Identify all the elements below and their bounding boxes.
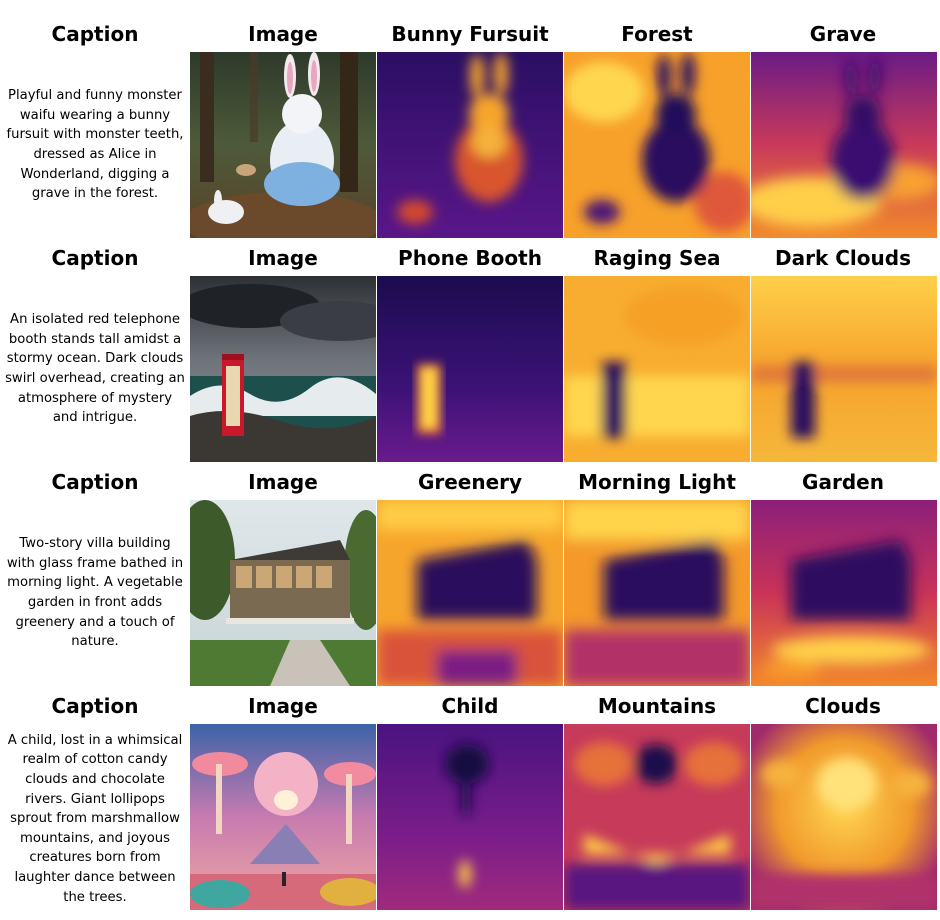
figure-row-1: Caption Image Bunny Fursuit Forest Grave… (0, 12, 940, 238)
caption-text: An isolated red telephone booth stands t… (5, 312, 185, 426)
heatmap-raging-sea (564, 276, 750, 462)
header-heatmap-2: Mountains (597, 694, 717, 718)
caption-text: A child, lost in a whimsical realm of co… (7, 732, 183, 905)
photo-phone-booth (190, 276, 376, 462)
header-heatmap-3: Dark Clouds (775, 246, 911, 270)
heatmap-clouds (751, 724, 937, 910)
header-heatmap-1: Phone Booth (398, 246, 542, 270)
heatmap-child (377, 724, 563, 910)
caption-text: Two-story villa building with glass fram… (6, 536, 184, 650)
header-heatmap-1: Bunny Fursuit (391, 22, 549, 46)
header-image: Image (248, 470, 318, 494)
photo-villa (190, 500, 376, 686)
heatmap-dark-clouds (751, 276, 937, 462)
heatmap-grave (751, 52, 937, 238)
header-caption: Caption (51, 470, 139, 494)
header-image: Image (248, 22, 318, 46)
heatmap-phone-booth (377, 276, 563, 462)
heatmap-morning-light (564, 500, 750, 686)
header-heatmap-2: Morning Light (578, 470, 736, 494)
header-caption: Caption (51, 246, 139, 270)
heatmap-forest (564, 52, 750, 238)
header-heatmap-2: Forest (621, 22, 693, 46)
photo-bunny-forest (190, 52, 376, 238)
photo-whimsical-realm (190, 724, 376, 910)
header-caption: Caption (51, 22, 139, 46)
header-image: Image (248, 246, 318, 270)
header-image: Image (248, 694, 318, 718)
heatmap-bunny-fursuit (377, 52, 563, 238)
header-heatmap-3: Garden (802, 470, 884, 494)
header-caption: Caption (51, 694, 139, 718)
caption-text: Playful and funny monster waifu wearing … (6, 88, 184, 202)
header-heatmap-3: Clouds (805, 694, 881, 718)
header-heatmap-1: Child (441, 694, 499, 718)
header-heatmap-2: Raging Sea (593, 246, 721, 270)
figure-row-2: Caption Image Phone Booth Raging Sea Dar… (0, 236, 940, 462)
heatmap-mountains (564, 724, 750, 910)
heatmap-greenery (377, 500, 563, 686)
figure-row-4: Caption Image Child Mountains Clouds A c… (0, 684, 940, 914)
header-heatmap-1: Greenery (417, 470, 523, 494)
figure-row-3: Caption Image Greenery Morning Light Gar… (0, 460, 940, 686)
header-heatmap-3: Grave (809, 22, 877, 46)
heatmap-garden (751, 500, 937, 686)
